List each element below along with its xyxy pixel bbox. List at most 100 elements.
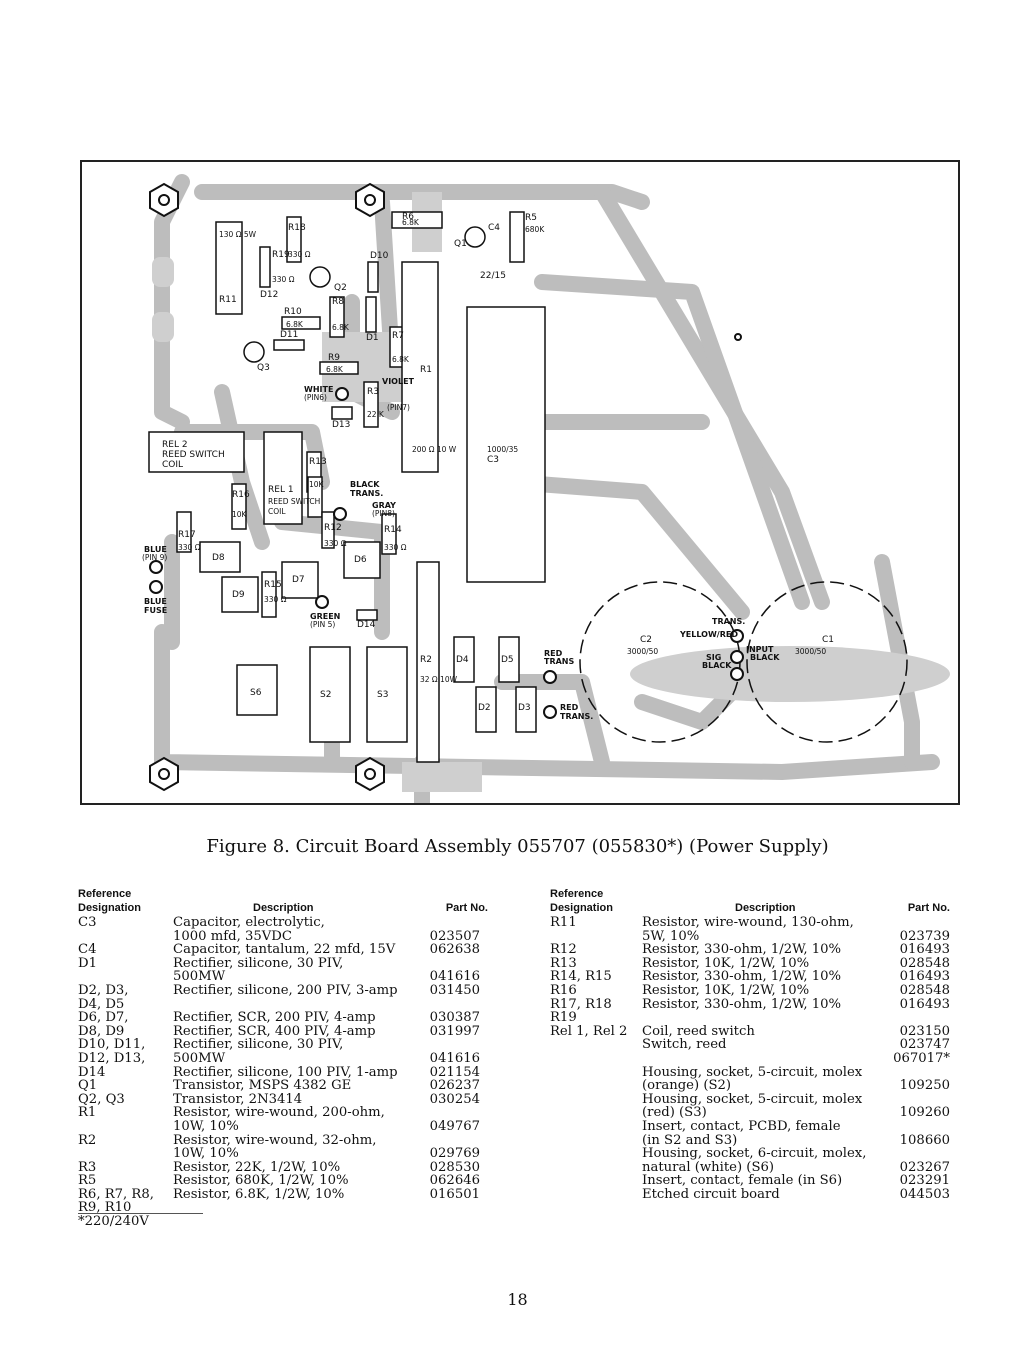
- svg-text:BLACK: BLACK: [350, 480, 380, 489]
- cell-part-number: 023747: [899, 1037, 950, 1053]
- svg-text:200 Ω 10 W: 200 Ω 10 W: [412, 445, 457, 454]
- cell-description: Resistor, 680K, 1/2W, 10%: [173, 1173, 349, 1189]
- header-description: Description: [253, 902, 314, 914]
- cell-description: Insert, contact, PCBD, female: [642, 1118, 841, 1134]
- cell-description: natural (white) (S6): [642, 1159, 775, 1175]
- header-reference: Reference: [550, 888, 604, 900]
- cell-description: (in S2 and S3): [642, 1132, 738, 1148]
- svg-text:(PIN 5): (PIN 5): [310, 620, 335, 629]
- cell-description: Insert, contact, female (in S6): [642, 1173, 843, 1189]
- cell-part-number: 109250: [899, 1078, 950, 1094]
- table-row: Housing, socket, 5-circuit, molex: [550, 1093, 950, 1107]
- svg-text:R10: R10: [284, 307, 302, 317]
- svg-text:(PIN6): (PIN6): [304, 393, 327, 402]
- svg-text:D5: D5: [501, 655, 514, 665]
- table-row: R11 Resistor, wire-wound, 130-ohm,: [550, 916, 950, 930]
- cell-description: Resistor, wire-wound, 130-ohm,: [642, 915, 854, 930]
- cell-part-number: 023507: [429, 928, 480, 944]
- table-row: natural (white) (S6) 023267: [550, 1161, 950, 1175]
- svg-text:TRANS.: TRANS.: [350, 489, 383, 498]
- table-row: Insert, contact, PCBD, female: [550, 1120, 950, 1134]
- cell-reference: D10, D11,: [78, 1037, 146, 1053]
- table-row: Insert, contact, female (in S6) 023291: [550, 1174, 950, 1188]
- cell-reference: R11: [550, 915, 577, 930]
- svg-text:3000/50: 3000/50: [627, 647, 658, 656]
- svg-text:D7: D7: [292, 575, 305, 585]
- table-row: D4, D5: [78, 996, 488, 1012]
- svg-text:R19: R19: [272, 250, 290, 260]
- svg-text:R3: R3: [367, 387, 379, 397]
- svg-text:D10: D10: [370, 251, 389, 261]
- svg-text:10K: 10K: [309, 480, 325, 489]
- cell-description: Rectifier, SCR, 200 PIV, 4-amp: [173, 1010, 376, 1026]
- cell-reference: Q2, Q3: [78, 1091, 125, 1107]
- svg-text:R1: R1: [420, 365, 432, 375]
- svg-text:330 Ω: 330 Ω: [324, 539, 347, 548]
- cell-description: Resistor, 330-ohm, 1/2W, 10%: [642, 996, 842, 1012]
- cell-description: 500MW: [173, 969, 226, 985]
- svg-text:REL 2: REL 2: [162, 440, 188, 450]
- svg-text:C4: C4: [488, 223, 500, 233]
- cell-part-number: 028530: [429, 1159, 480, 1175]
- svg-text:680K: 680K: [525, 225, 545, 234]
- cell-reference: C4: [78, 942, 97, 958]
- cell-part-number: 023291: [899, 1173, 950, 1189]
- cell-description: Transistor, 2N3414: [173, 1091, 303, 1107]
- svg-text:3000/50: 3000/50: [795, 647, 826, 656]
- cell-reference: D4, D5: [78, 996, 125, 1012]
- page-number: 18: [507, 1290, 528, 1309]
- table-row: 067017*: [550, 1052, 950, 1066]
- cell-description: Rectifier, silicone, 100 PIV, 1-amp: [173, 1064, 398, 1080]
- svg-text:6.8K: 6.8K: [326, 365, 344, 374]
- cell-description: Capacitor, tantalum, 22 mfd, 15V: [173, 942, 396, 958]
- svg-text:BLACK: BLACK: [702, 661, 732, 670]
- svg-text:REED SWITCH: REED SWITCH: [268, 497, 320, 506]
- cell-description: Capacitor, electrolytic,: [173, 915, 325, 930]
- table-row: 10W, 10%049767: [78, 1120, 488, 1134]
- cell-description: Etched circuit board: [642, 1186, 780, 1202]
- svg-text:R11: R11: [219, 295, 237, 305]
- cell-reference: R13: [550, 955, 577, 971]
- cell-part-number: 026237: [429, 1078, 480, 1094]
- table-row: Housing, socket, 5-circuit, molex: [550, 1065, 950, 1080]
- cell-part-number: 030254: [429, 1091, 480, 1107]
- table-row: (red) (S3)109260: [550, 1106, 950, 1120]
- svg-text:330 Ω: 330 Ω: [264, 595, 287, 604]
- cell-description: Resistor, 10K, 1/2W, 10%: [642, 982, 810, 998]
- svg-text:COIL: COIL: [162, 460, 183, 470]
- table-row: 5W, 10%023739: [550, 929, 950, 944]
- cell-description: 10W, 10%: [173, 1118, 239, 1134]
- cell-description: Rectifier, silicone, 30 PIV,: [173, 955, 344, 971]
- cell-reference: R3: [78, 1159, 97, 1175]
- svg-text:22 K: 22 K: [367, 410, 385, 419]
- cell-part-number: 041616: [429, 1050, 480, 1066]
- cell-description: (orange) (S2): [642, 1078, 732, 1094]
- cell-part-number: 031450: [429, 982, 480, 998]
- cell-reference: R5: [78, 1173, 97, 1189]
- cell-description: Rectifier, silicone, 30 PIV,: [173, 1037, 344, 1053]
- cell-reference: R17, R18: [550, 996, 612, 1012]
- cell-part-number: 021154: [429, 1064, 480, 1080]
- svg-text:WHITE: WHITE: [304, 385, 333, 394]
- svg-text:BLUE: BLUE: [144, 597, 167, 606]
- svg-text:R5: R5: [525, 213, 537, 223]
- cell-part-number: 023267: [899, 1159, 950, 1175]
- cell-part-number: 108660: [899, 1132, 950, 1148]
- cell-part-number: 031997: [429, 1023, 480, 1039]
- svg-text:REL 1: REL 1: [268, 485, 294, 495]
- cell-description: 1000 mfd, 35VDC: [173, 928, 292, 944]
- cell-reference: Rel 1, Rel 2: [550, 1023, 628, 1039]
- cell-reference: *220/240V: [78, 1214, 149, 1230]
- svg-text:6.8K: 6.8K: [332, 323, 350, 332]
